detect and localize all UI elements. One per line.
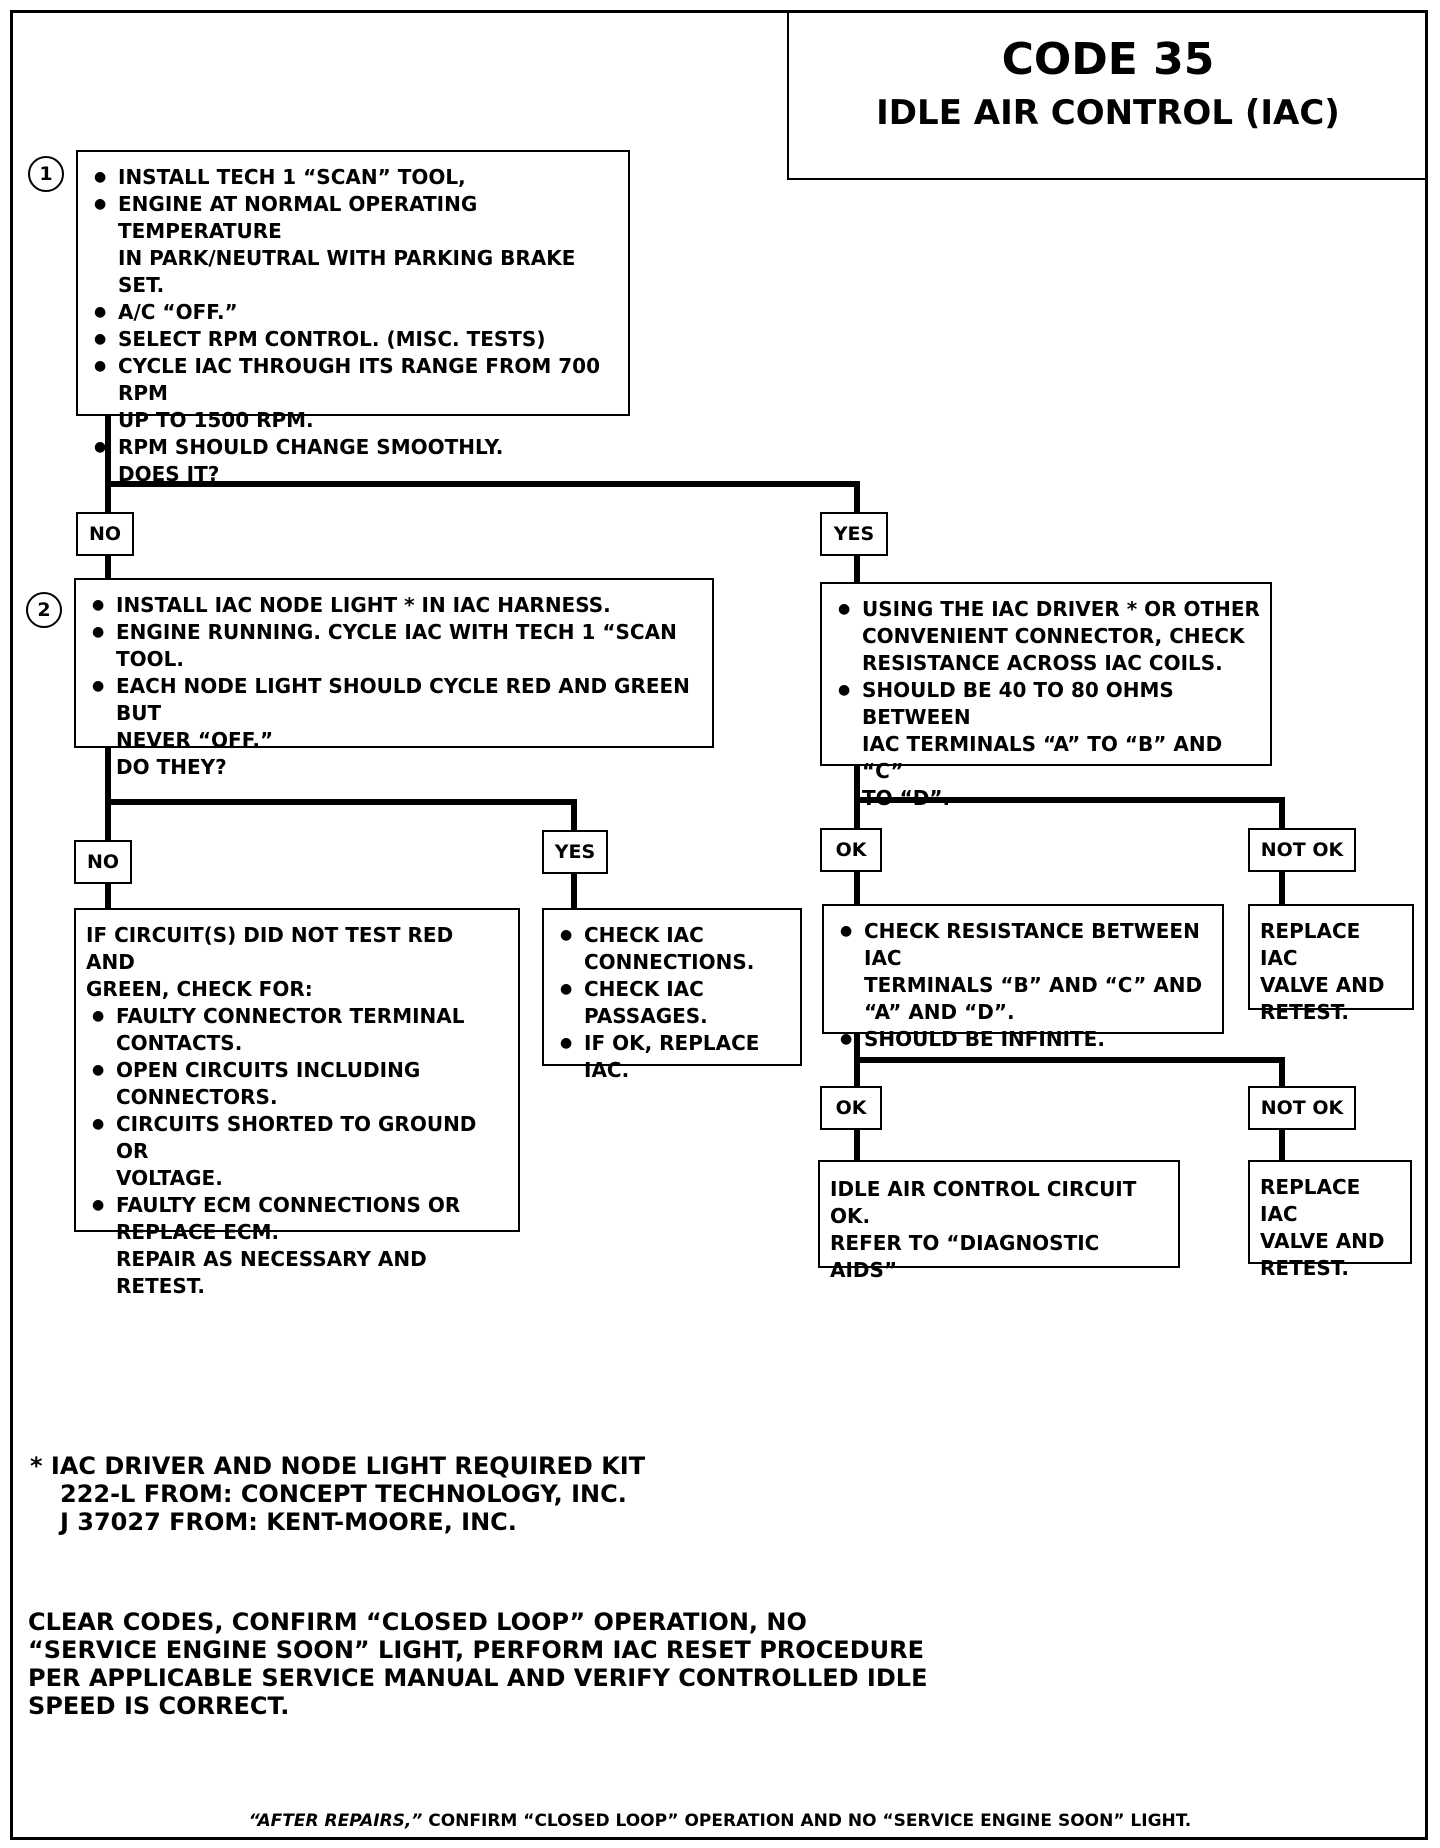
- circuit-check-intro: IF CIRCUIT(S) DID NOT TEST RED AND: [86, 923, 454, 974]
- footnote: * IAC DRIVER AND NODE LIGHT REQUIRED KIT…: [30, 1452, 645, 1536]
- footnote-line: * IAC DRIVER AND NODE LIGHT REQUIRED KIT: [30, 1452, 646, 1480]
- page-frame: [10, 10, 1428, 1840]
- list-item: SHOULD BE INFINITE.: [834, 1026, 1212, 1053]
- step-1-box: INSTALL TECH 1 “SCAN” TOOL, ENGINE AT NO…: [76, 150, 630, 486]
- code-title: CODE 35: [1001, 34, 1215, 85]
- step-1-no-label: NO: [76, 512, 134, 556]
- terminal-ok-label: OK: [820, 1086, 882, 1130]
- step-2-list: INSTALL IAC NODE LIGHT * IN IAC HARNESS.…: [86, 592, 702, 754]
- step-2-no-label: NO: [74, 840, 132, 884]
- step-1-list: INSTALL TECH 1 “SCAN” TOOL, ENGINE AT NO…: [88, 164, 618, 461]
- step-2-question: DO THEY?: [116, 755, 227, 779]
- list-item: USING THE IAC DRIVER * OR OTHERCONVENIEN…: [832, 596, 1260, 677]
- step-2-box: INSTALL IAC NODE LIGHT * IN IAC HARNESS.…: [74, 578, 714, 779]
- clear-codes-instructions: CLEAR CODES, CONFIRM “CLOSED LOOP” OPERA…: [28, 1608, 928, 1720]
- after-repairs-text: CONFIRM “CLOSED LOOP” OPERATION AND NO “…: [422, 1811, 1192, 1831]
- step-1-yes-label: YES: [820, 512, 888, 556]
- circuit-check-box: IF CIRCUIT(S) DID NOT TEST RED AND GREEN…: [74, 908, 520, 1298]
- replace-iac-box-2: REPLACE IAC VALVE AND RETEST.: [1248, 1160, 1412, 1280]
- list-item: IF OK, REPLACE IAC.: [554, 1030, 790, 1084]
- resistance-not-ok-label: NOT OK: [1248, 828, 1356, 872]
- step-2-yes-label: YES: [542, 830, 608, 874]
- footnote-line: J 37027 FROM: KENT-MOORE, INC.: [60, 1508, 517, 1536]
- step-1-marker: 1: [28, 156, 64, 192]
- title-block: CODE 35 IDLE AIR CONTROL (IAC): [787, 12, 1427, 180]
- list-item: ENGINE AT NORMAL OPERATING TEMPERATUREIN…: [88, 191, 618, 299]
- list-item: INSTALL IAC NODE LIGHT * IN IAC HARNESS.: [86, 592, 702, 619]
- circuit-ok-box: IDLE AIR CONTROL CIRCUIT OK. REFER TO “D…: [818, 1160, 1180, 1282]
- list-item: CYCLE IAC THROUGH ITS RANGE FROM 700 RPM…: [88, 353, 618, 434]
- step-1-question: DOES IT?: [118, 462, 220, 486]
- list-item: A/C “OFF.”: [88, 299, 618, 326]
- terminal-not-ok-label: NOT OK: [1248, 1086, 1356, 1130]
- circuit-check-intro: GREEN, CHECK FOR:: [86, 977, 313, 1001]
- code-subtitle: IDLE AIR CONTROL (IAC): [876, 93, 1340, 133]
- after-repairs-note: “AFTER REPAIRS,” CONFIRM “CLOSED LOOP” O…: [0, 1810, 1440, 1832]
- list-item: EACH NODE LIGHT SHOULD CYCLE RED AND GRE…: [86, 673, 702, 754]
- circuit-check-closing: REPAIR AS NECESSARY AND RETEST.: [116, 1247, 427, 1298]
- footnote-line: 222-L FROM: CONCEPT TECHNOLOGY, INC.: [60, 1480, 627, 1508]
- list-item: ENGINE RUNNING. CYCLE IAC WITH TECH 1 “S…: [86, 619, 702, 673]
- list-item: INSTALL TECH 1 “SCAN” TOOL,: [88, 164, 618, 191]
- after-repairs-emphasis: “AFTER REPAIRS,”: [248, 1811, 423, 1831]
- resistance-check-list: USING THE IAC DRIVER * OR OTHERCONVENIEN…: [832, 596, 1260, 812]
- list-item: SELECT RPM CONTROL. (MISC. TESTS): [88, 326, 618, 353]
- list-item: RPM SHOULD CHANGE SMOOTHLY.: [88, 434, 618, 461]
- resistance-ok-label: OK: [820, 828, 882, 872]
- replace-iac-box-1: REPLACE IAC VALVE AND RETEST.: [1248, 904, 1414, 1024]
- step-2-marker: 2: [26, 592, 62, 628]
- resistance-check-box: USING THE IAC DRIVER * OR OTHERCONVENIEN…: [820, 582, 1272, 810]
